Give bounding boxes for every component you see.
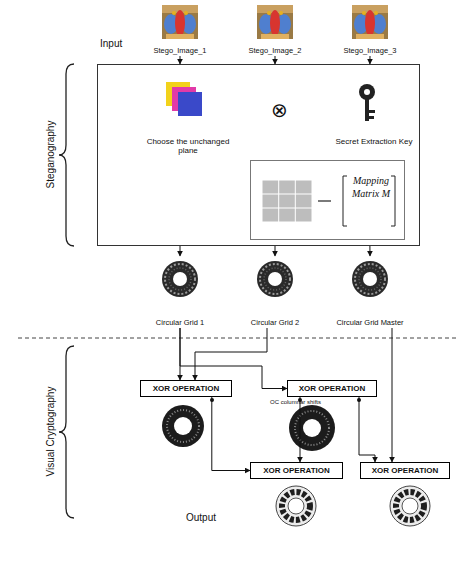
- image-node: Circular Grid 2: [235, 256, 315, 328]
- connector-arrow: [180, 246, 181, 256]
- curly-brace: [59, 64, 74, 246]
- circular-grid-image: [352, 261, 388, 297]
- node-text: Circular Grid Master: [322, 319, 418, 328]
- node-text: XOR OPERATION: [288, 381, 376, 396]
- connector-arrow: [275, 56, 276, 64]
- section-label: Input: [100, 38, 122, 49]
- key-icon: [359, 84, 375, 121]
- node-text: Mapping Matrix M: [346, 174, 396, 200]
- image-node: Stego_Image_2: [243, 4, 307, 56]
- connector-arrow: [369, 56, 370, 64]
- connector-arrow: [180, 328, 287, 389]
- node-text: Stego_Image_3: [330, 47, 410, 56]
- node-text: Stego_Image_2: [235, 47, 315, 56]
- connector-arrow: [392, 328, 393, 462]
- circular-grid-image: [162, 261, 198, 297]
- connector-arrow: [300, 397, 301, 462]
- image-node: Stego_Image_1: [148, 4, 212, 56]
- node-text: Choose the unchanged plane: [136, 137, 240, 155]
- image-node: Circular Grid Master: [330, 256, 410, 328]
- intermediate-image: [289, 405, 335, 451]
- xor-box: XOR OPERATION: [140, 380, 232, 397]
- connector-arrow: [180, 56, 181, 64]
- connector-arrow: [275, 246, 276, 256]
- mandrill-image: [162, 5, 198, 39]
- node-text: XOR OPERATION: [141, 381, 231, 396]
- dash: [318, 200, 331, 201]
- node-text: XOR OPERATION: [251, 463, 342, 478]
- section-label: Visual Cryptography: [45, 377, 56, 487]
- mapping-box: Mapping Matrix M: [250, 160, 405, 240]
- output-image: [276, 486, 316, 526]
- circular-grid-image: [257, 261, 293, 297]
- section-label: OC columnar shifts: [270, 399, 321, 405]
- connector-arrow: [195, 328, 267, 380]
- xor-box: XOR OPERATION: [360, 462, 450, 479]
- connector-arrow: [369, 246, 370, 256]
- section-label: Output: [186, 512, 216, 523]
- connector-arrow: [212, 397, 250, 471]
- planes-icon: [166, 82, 202, 116]
- xor-box: XOR OPERATION: [250, 462, 343, 479]
- grid-image: [262, 180, 312, 222]
- xor-box: XOR OPERATION: [287, 380, 377, 397]
- image-node: Circular Grid 1: [140, 256, 220, 328]
- node-text: Circular Grid 2: [227, 319, 323, 328]
- section-label: Steganography: [45, 110, 56, 200]
- node-text: Stego_Image_1: [140, 47, 220, 56]
- image-node: Stego_Image_3: [338, 4, 402, 56]
- curly-brace: [59, 346, 74, 518]
- connector-arrow: [359, 397, 375, 462]
- node-text: XOR OPERATION: [361, 463, 449, 478]
- process-box: Choose the unchanged plane Secret Extract…: [97, 64, 420, 246]
- output-image: [390, 486, 430, 526]
- intermediate-image: [162, 405, 204, 447]
- operator-symbol: ⊗: [271, 98, 288, 122]
- node-text: Circular Grid 1: [132, 319, 228, 328]
- mandrill-image: [257, 5, 293, 39]
- mandrill-image: [352, 5, 388, 39]
- node-text: Secret Extraction Key: [326, 137, 422, 146]
